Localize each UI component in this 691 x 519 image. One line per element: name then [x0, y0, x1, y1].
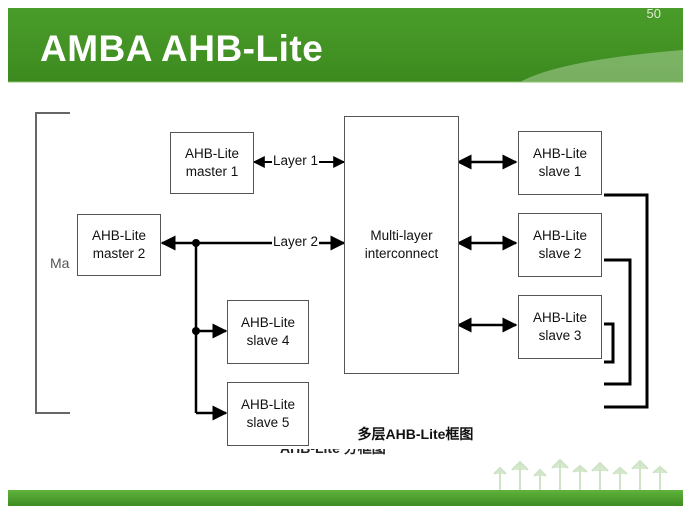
ghost-bracket [35, 112, 70, 414]
bus-junction-1 [192, 239, 200, 247]
master-2-box: AHB-Lite master 2 [77, 214, 161, 276]
right-bracket-inner [604, 322, 615, 364]
right-bracket-middle [604, 258, 632, 386]
ghost-caption-text: AHB-Lite 分框图 [280, 440, 386, 456]
footer-band [8, 490, 683, 506]
slave-1-box: AHB-Lite slave 1 [518, 131, 602, 195]
ghost-left-text: Ma [50, 255, 70, 271]
slave-3-box: AHB-Lite slave 3 [518, 295, 602, 359]
right-bracket-outer [604, 193, 649, 409]
slide-title: AMBA AHB-Lite [40, 28, 324, 69]
interconnect-box: Multi-layer interconnect [344, 116, 459, 374]
slave-4-box: AHB-Lite slave 4 [227, 300, 309, 364]
slave-2-box: AHB-Lite slave 2 [518, 213, 602, 277]
diagram-caption: 多层AHB-Lite框图 [357, 426, 474, 442]
title-banner [8, 8, 683, 82]
layer-2-label: Layer 2 [272, 234, 320, 249]
master-1-box: AHB-Lite master 1 [170, 132, 254, 194]
page-number: 50 [646, 6, 661, 21]
banner-decoration [8, 50, 683, 83]
slave-5-box: AHB-Lite slave 5 [227, 382, 309, 446]
layer-1-label: Layer 1 [272, 153, 320, 168]
